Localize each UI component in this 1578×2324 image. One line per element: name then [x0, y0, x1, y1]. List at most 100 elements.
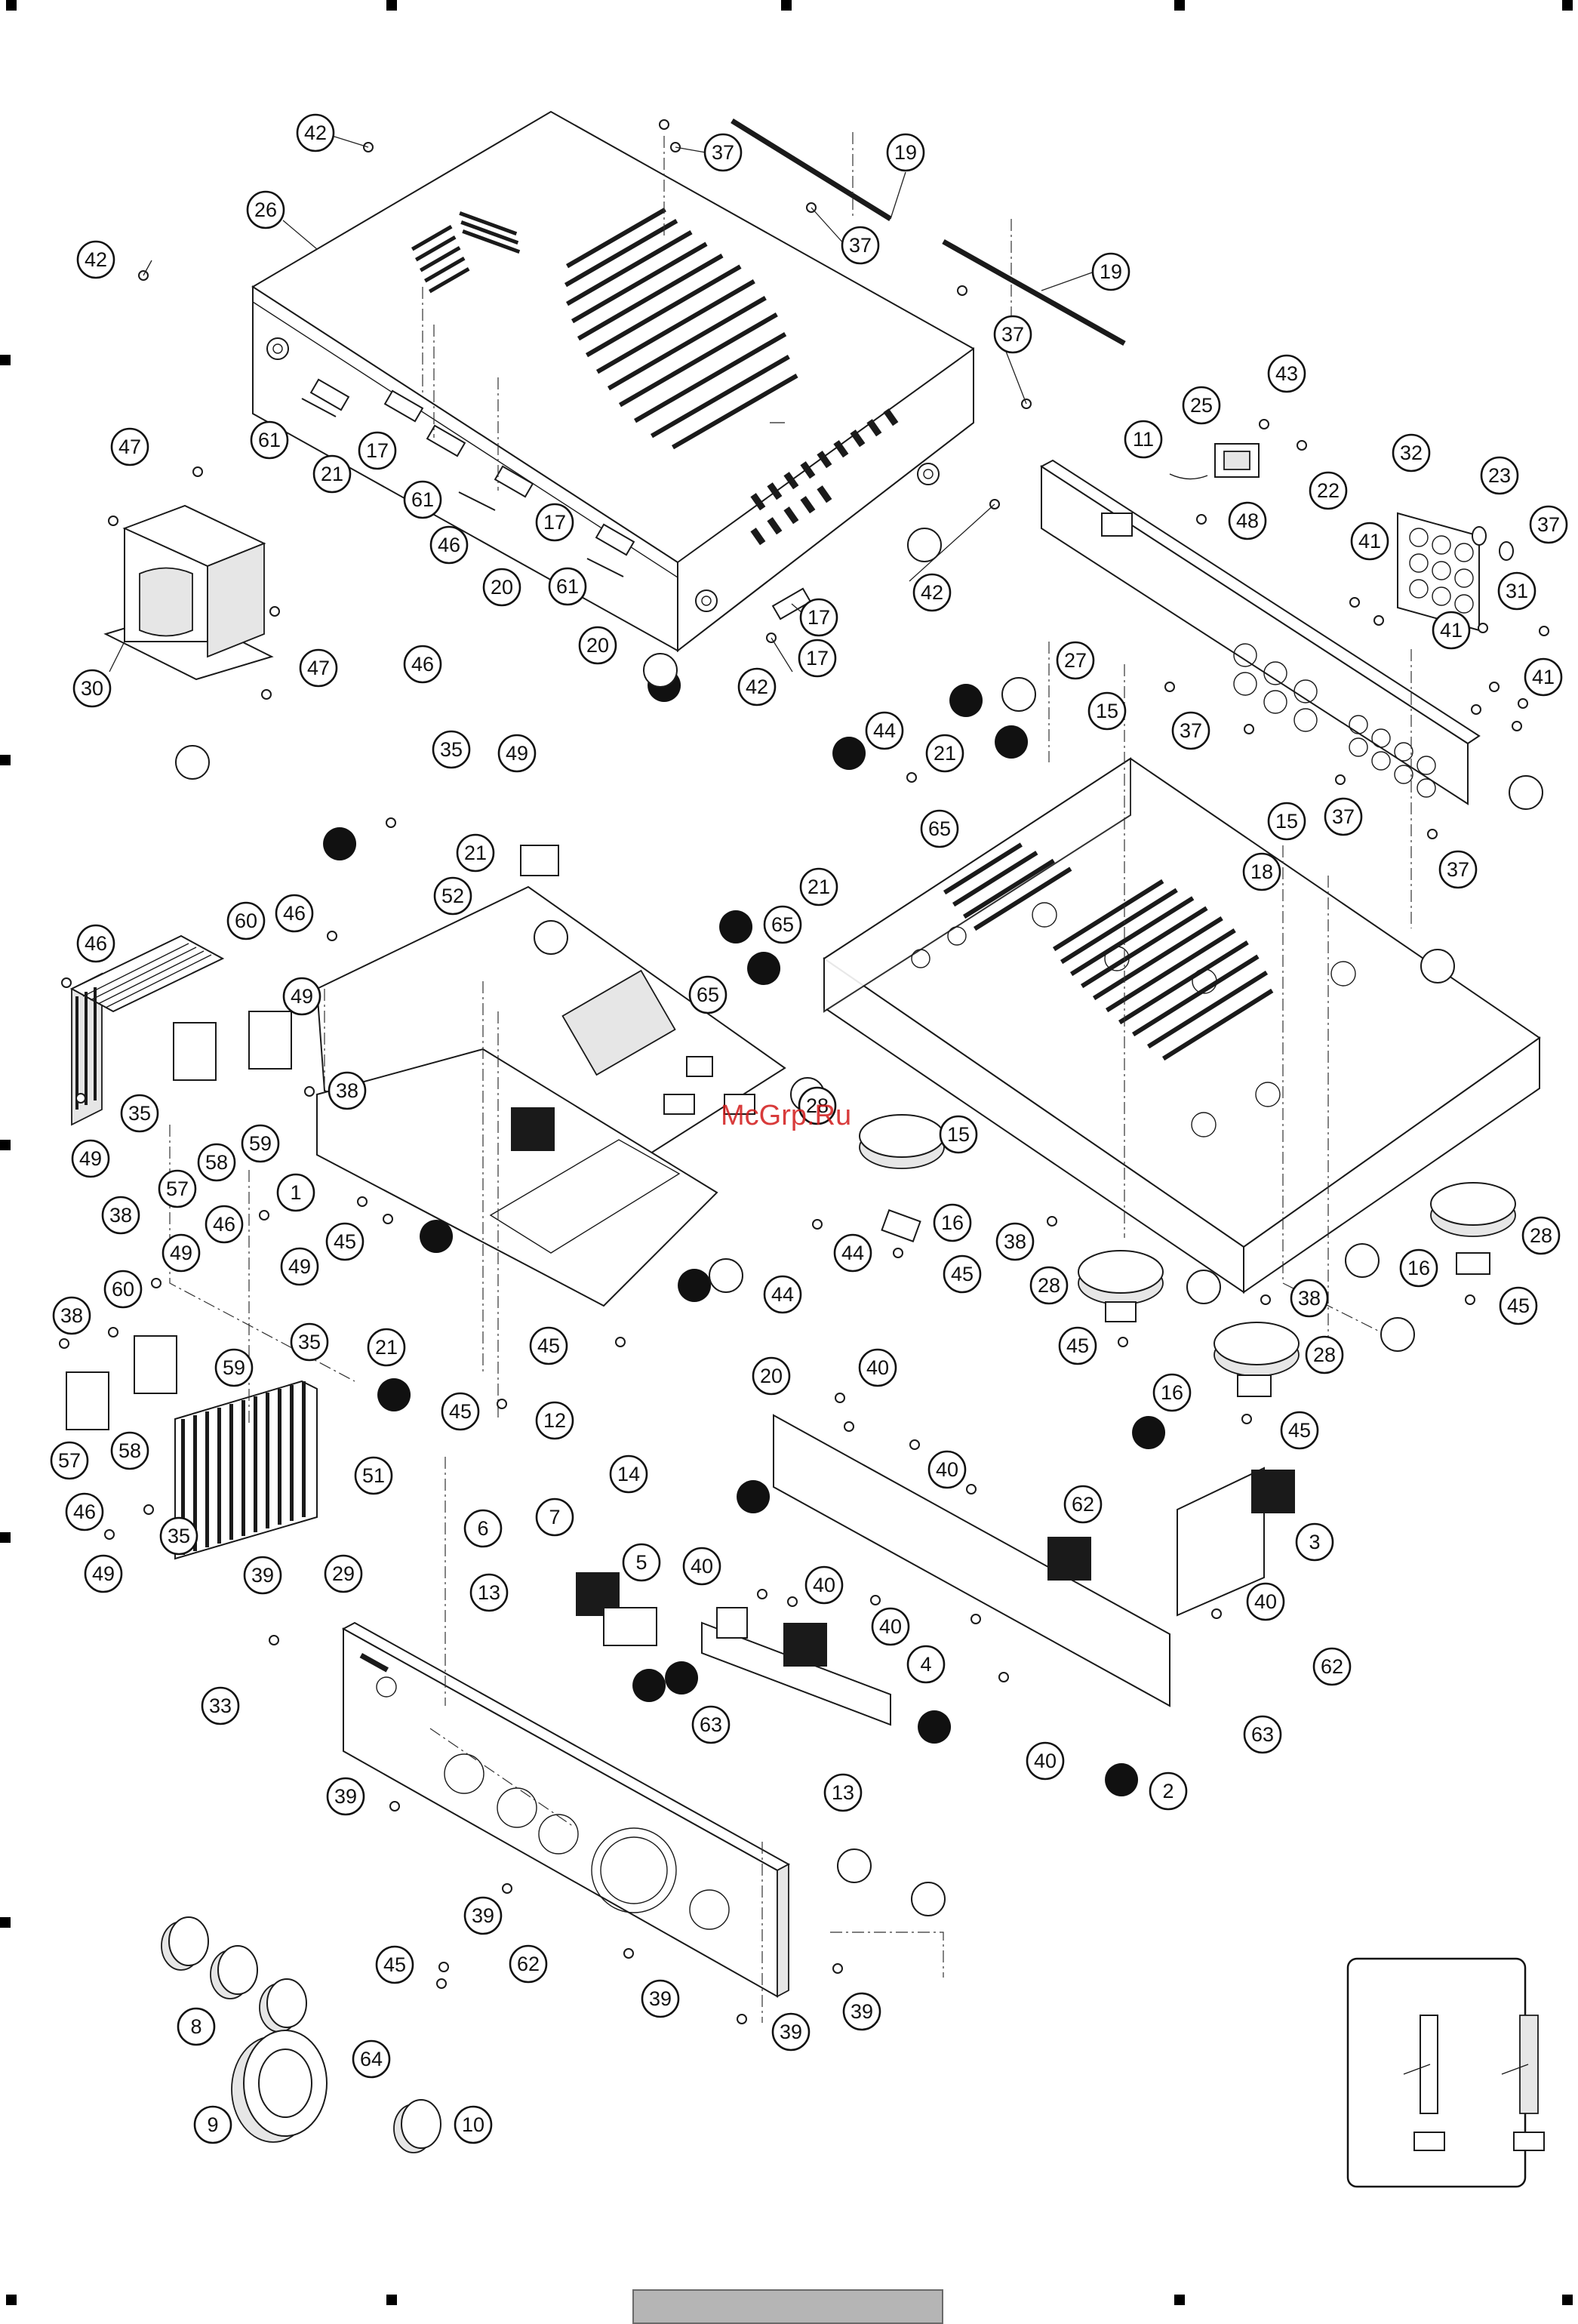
svg-text:35: 35 [298, 1331, 321, 1353]
svg-text:17: 17 [366, 439, 389, 462]
svg-text:65: 65 [928, 817, 951, 840]
callout-45-a: 45 [943, 1254, 982, 1294]
registration-mark [386, 0, 397, 11]
svg-text:25: 25 [1190, 394, 1213, 417]
callout-23: 23 [1480, 456, 1519, 495]
callout-25: 25 [1182, 386, 1221, 425]
reference-markers [175, 528, 1543, 1916]
callout-32: 32 [1392, 433, 1431, 472]
registration-mark [0, 755, 11, 765]
svg-text:58: 58 [118, 1439, 141, 1462]
svg-text:22: 22 [1317, 479, 1340, 502]
callout-49-d: 49 [161, 1233, 201, 1273]
callout-45-d: 45 [1499, 1286, 1538, 1325]
svg-text:11: 11 [1133, 428, 1154, 451]
svg-text:44: 44 [873, 719, 896, 742]
callout-10: 10 [454, 2105, 493, 2144]
callout-43: 43 [1267, 354, 1306, 393]
svg-text:18: 18 [1250, 860, 1273, 883]
svg-text:47: 47 [118, 436, 141, 458]
svg-text:5: 5 [635, 1551, 647, 1574]
top-cover [251, 110, 974, 653]
svg-text:16: 16 [1161, 1381, 1183, 1404]
svg-text:65: 65 [771, 913, 794, 936]
svg-text:39: 39 [649, 1987, 672, 2010]
registration-mark [0, 355, 11, 365]
svg-text:15: 15 [1275, 810, 1298, 833]
svg-text:26: 26 [254, 199, 277, 221]
callout-47-a: 47 [110, 427, 149, 466]
callout-35-d: 35 [159, 1516, 198, 1556]
registration-mark [781, 0, 792, 11]
svg-text:37: 37 [1180, 719, 1202, 742]
svg-text:7: 7 [549, 1506, 560, 1528]
callout-39-a: 39 [243, 1556, 282, 1595]
svg-text:48: 48 [1236, 509, 1259, 532]
assembly-guides [169, 132, 1412, 2023]
callout-3: 3 [1295, 1522, 1334, 1562]
callout-58-b: 58 [110, 1431, 149, 1470]
svg-text:65: 65 [697, 983, 719, 1006]
svg-text:46: 46 [283, 902, 306, 925]
callout-52: 52 [433, 876, 472, 916]
svg-text:23: 23 [1488, 464, 1511, 487]
svg-text:46: 46 [438, 534, 460, 556]
svg-text:17: 17 [806, 647, 829, 669]
svg-text:28: 28 [1038, 1274, 1060, 1297]
svg-text:37: 37 [1447, 858, 1469, 881]
top-cover-vents [411, 208, 899, 546]
callout-21-c: 21 [925, 734, 964, 773]
svg-text:20: 20 [760, 1365, 783, 1387]
registration-mark [0, 1140, 11, 1150]
svg-text:19: 19 [1100, 260, 1122, 283]
svg-text:60: 60 [235, 910, 257, 932]
svg-text:37: 37 [1001, 323, 1024, 346]
svg-text:41: 41 [1358, 530, 1381, 553]
callout-21-a: 21 [312, 454, 352, 494]
svg-text:46: 46 [213, 1213, 235, 1236]
callout-39-f: 39 [771, 2012, 811, 2052]
callout-46-d: 46 [275, 894, 314, 933]
svg-text:2: 2 [1162, 1780, 1174, 1802]
callout-46-b: 46 [403, 645, 442, 684]
svg-text:38: 38 [1004, 1230, 1026, 1253]
svg-text:35: 35 [440, 738, 463, 761]
svg-text:45: 45 [1066, 1334, 1089, 1357]
callout-46-a: 46 [429, 525, 469, 565]
callout-16-c: 16 [1399, 1248, 1438, 1288]
svg-text:42: 42 [921, 581, 943, 604]
svg-text:33: 33 [209, 1695, 232, 1717]
svg-text:45: 45 [383, 1953, 406, 1976]
registration-mark [0, 1917, 11, 1928]
svg-text:41: 41 [1532, 666, 1555, 688]
svg-text:27: 27 [1064, 649, 1087, 672]
callout-65-a: 65 [920, 809, 959, 848]
callout-37-g: 37 [1438, 850, 1478, 889]
svg-text:13: 13 [478, 1581, 500, 1604]
callout-65-b: 65 [763, 905, 802, 944]
registration-mark [6, 2295, 17, 2305]
svg-text:52: 52 [441, 885, 464, 907]
svg-text:39: 39 [851, 2000, 873, 2023]
svg-text:6: 6 [477, 1517, 488, 1540]
callout-61-a: 61 [250, 420, 289, 460]
callout-39-b: 39 [326, 1777, 365, 1816]
callout-20-a: 20 [482, 568, 521, 607]
svg-text:19: 19 [894, 141, 917, 164]
callout-21-d: 21 [799, 867, 838, 907]
callout-64: 64 [352, 2039, 391, 2079]
svg-text:64: 64 [360, 2048, 383, 2070]
svg-text:58: 58 [205, 1151, 228, 1174]
callout-59-a: 59 [241, 1124, 280, 1163]
callout-49-b: 49 [282, 977, 321, 1016]
svg-text:41: 41 [1440, 619, 1463, 642]
callout-22: 22 [1309, 471, 1348, 510]
svg-text:47: 47 [307, 657, 330, 679]
callout-33: 33 [201, 1686, 240, 1725]
registration-mark [1562, 2295, 1573, 2305]
svg-text:60: 60 [112, 1278, 134, 1301]
svg-text:63: 63 [1251, 1723, 1274, 1746]
svg-text:21: 21 [807, 876, 830, 898]
svg-text:37: 37 [1537, 513, 1560, 536]
svg-text:17: 17 [543, 511, 566, 534]
